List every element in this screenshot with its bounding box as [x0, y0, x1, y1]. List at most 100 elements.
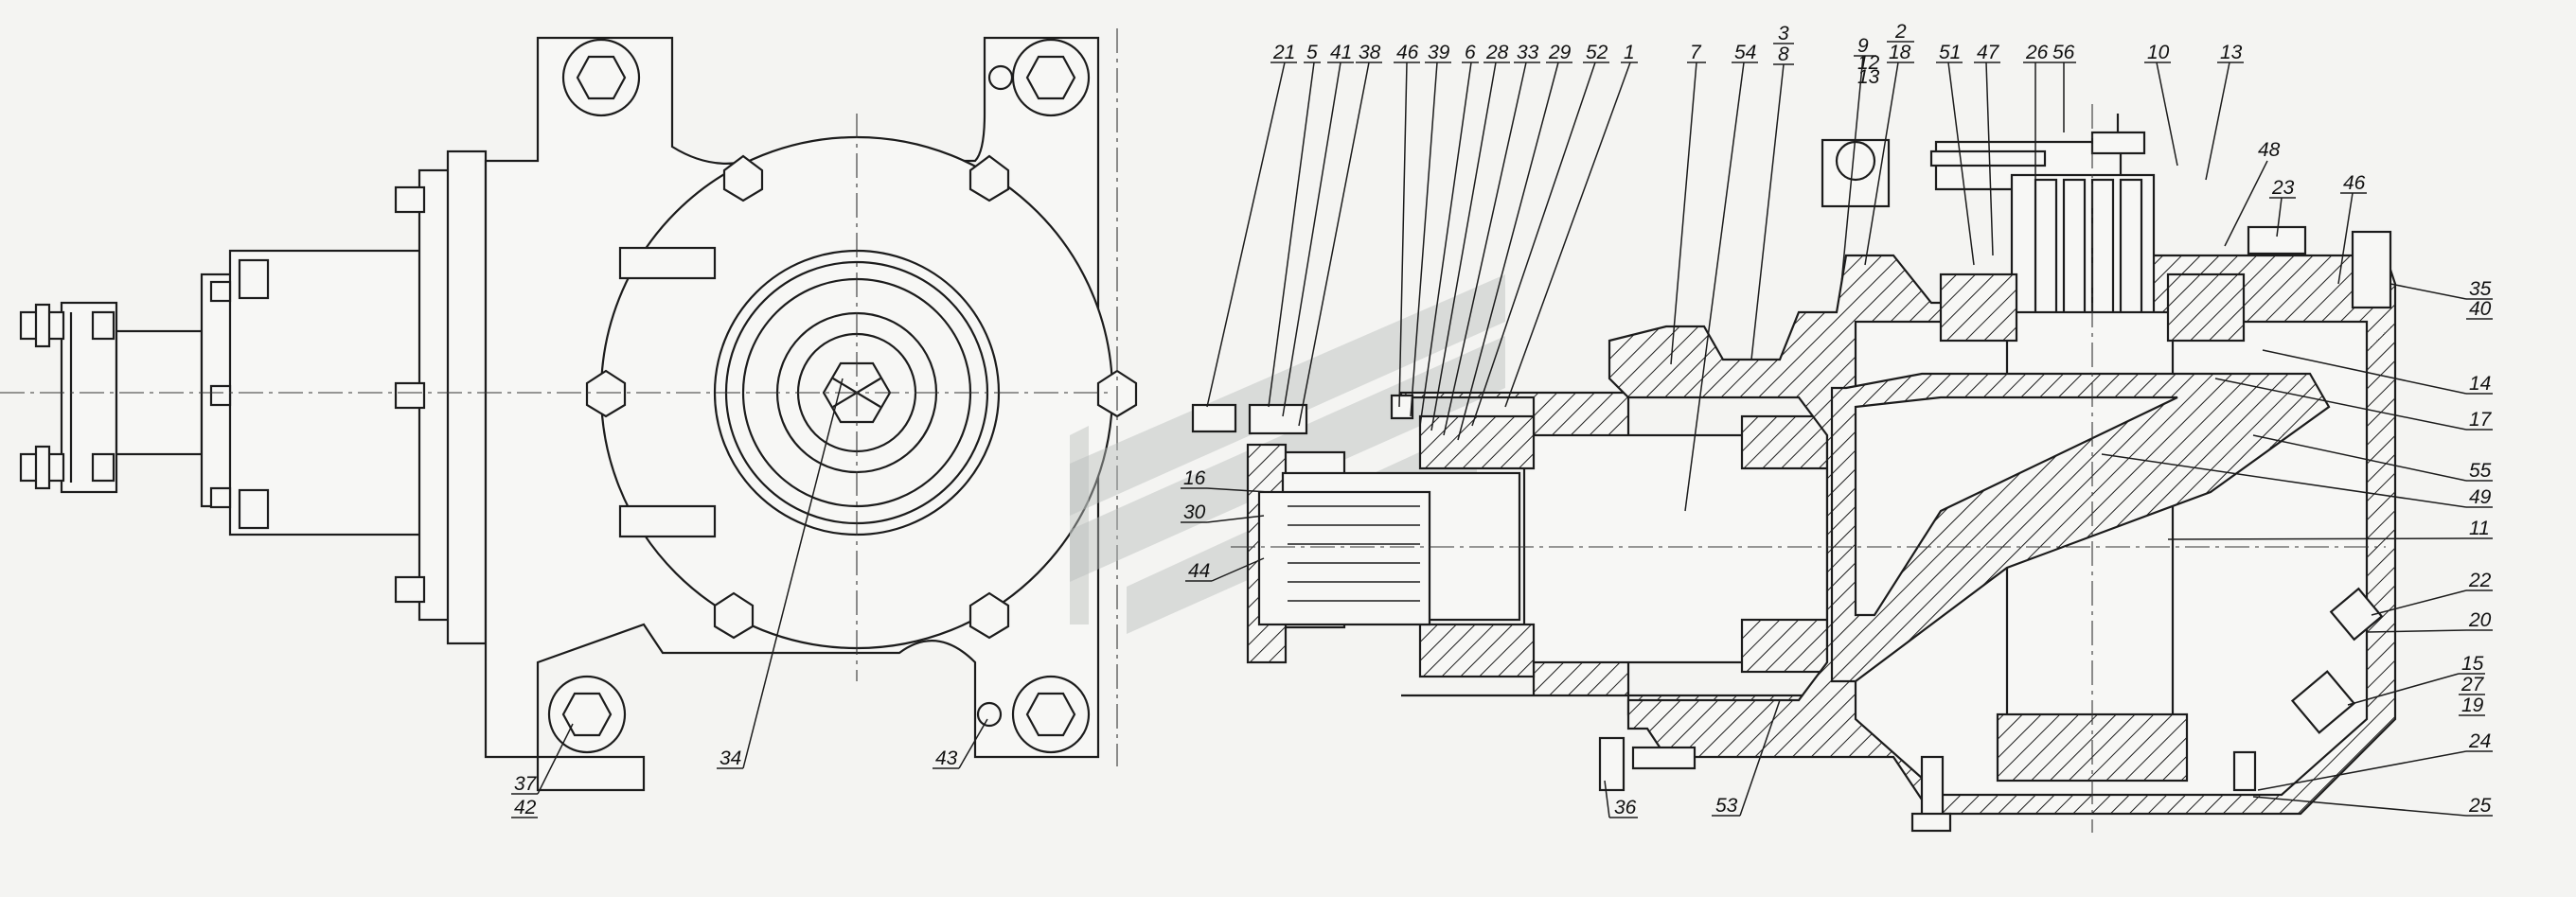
callout-46-top: 46 [1394, 42, 1420, 408]
end-view [0, 28, 1138, 792]
callout-text: 49 [2469, 486, 2492, 508]
callout-text: 46 [1396, 42, 1419, 63]
callout-43: 43 [933, 718, 988, 769]
callout-text: 21 [1272, 42, 1295, 63]
callout-21: 21 [1206, 42, 1297, 408]
callout-38: 38 [1298, 42, 1382, 427]
corner-bolts [547, 38, 1091, 754]
callout-34: 34 [717, 378, 844, 769]
section-view [1070, 104, 2397, 833]
callout-26: 26 [2023, 42, 2050, 189]
callout-3-8: 3 8 [1750, 23, 1794, 361]
callout-text: 42 [514, 797, 537, 818]
callouts: 21 5 41 38 46 39 6 [511, 21, 2493, 818]
callout-33: 33 [1443, 42, 1540, 436]
callout-49: 49 [2101, 453, 2493, 508]
callout-37-42: 37 42 [511, 723, 574, 818]
callout-11: 11 [2167, 518, 2493, 540]
callout-29: 29 [1457, 42, 1572, 441]
callout-text: 53 [1715, 795, 1738, 817]
callout-text: 17 [2469, 409, 2493, 431]
callout-44: 44 [1185, 557, 1265, 582]
callout-23: 23 [2269, 177, 2296, 237]
callout-text: 34 [720, 748, 741, 769]
callout-text: 52 [1586, 42, 1608, 63]
callout-16: 16 [1181, 467, 1270, 493]
callout-text: 39 [1428, 42, 1450, 63]
callout-text: 44 [1188, 560, 1210, 582]
callout-text: 23 [2271, 177, 2295, 199]
callout-5: 5 [1268, 42, 1321, 408]
callout-39: 39 [1410, 42, 1451, 417]
callout-text: 36 [1614, 797, 1637, 818]
callout-text: 19 [2461, 695, 2484, 716]
callout-text: 16 [1183, 467, 1206, 489]
callout-56: 56 [2050, 42, 2076, 132]
callout-text: 46 [2343, 172, 2366, 194]
callout-6: 6 [1419, 42, 1479, 427]
callout-text: 51 [1939, 42, 1961, 63]
callout-text: 10 [2147, 42, 2170, 63]
flange-coupling [19, 301, 204, 494]
callout-text: 11 [2469, 518, 2490, 539]
callout-35-40: 35 40 [2389, 278, 2493, 320]
bearings [1418, 414, 1829, 678]
callout-text: 35 [2469, 278, 2492, 300]
callout-28: 28 [1430, 42, 1510, 431]
callout-text: 43 [935, 748, 958, 769]
callout-text: 5 [1306, 42, 1318, 63]
callout-text: 25 [2468, 795, 2492, 817]
cover-bolts [209, 185, 426, 604]
callout-text: 2 [1894, 21, 1907, 43]
callout-text: 15 [2461, 653, 2484, 675]
callout-41: 41 [1282, 42, 1354, 417]
callout-text: 7 [1690, 42, 1702, 63]
callout-text: 13 [2220, 42, 2243, 63]
callout-text: 8 [1778, 44, 1789, 65]
callout-text: 26 [2025, 42, 2049, 63]
flange-studs [585, 154, 1138, 640]
callout-17: 17 [2214, 378, 2493, 431]
callout-text: 6 [1465, 42, 1476, 63]
callout-text: 18 [1889, 42, 1911, 63]
callout-text: 48 [2258, 139, 2281, 161]
callout-48: 48 [2224, 139, 2281, 247]
callout-text: 29 [1548, 42, 1572, 63]
callout-text: 14 [2469, 373, 2491, 395]
callout-25: 25 [2252, 795, 2493, 817]
callout-20: 20 [2366, 609, 2493, 633]
callout-text: 3 [1778, 23, 1789, 44]
callout-text: 22 [2468, 570, 2492, 591]
callout-1: 1 [1504, 42, 1638, 408]
callout-7: 7 [1670, 42, 1706, 365]
callout-text: 38 [1359, 42, 1381, 63]
callout-text: 27 [2461, 674, 2485, 695]
callout-55: 55 [2252, 434, 2493, 482]
callout-text: 37 [514, 773, 538, 795]
callout-text: 28 [1485, 42, 1509, 63]
callout-text: 24 [2468, 730, 2491, 752]
callout-text: 20 [2468, 609, 2492, 631]
callout-2-18: 2 18 [1864, 21, 1914, 266]
callout-text: 47 [1977, 42, 2000, 63]
callout-53: 53 [1712, 699, 1781, 817]
callout-text: 33 [1517, 42, 1539, 63]
callout-text: 55 [2469, 460, 2492, 482]
callout-52: 52 [1471, 42, 1609, 427]
callout-22: 22 [2371, 570, 2493, 616]
splined-hub [1257, 490, 1431, 626]
callout-10: 10 [2144, 42, 2178, 167]
callout-24: 24 [2257, 730, 2493, 791]
callout-text: 56 [2052, 42, 2075, 63]
callout-46-right: 46 [2337, 172, 2367, 285]
callout-9-12-13: 9 12 13 [1840, 35, 1880, 285]
callout-text: 54 [1734, 42, 1756, 63]
callout-text: 13 [1857, 66, 1880, 88]
callout-36: 36 [1604, 780, 1638, 818]
callout-47: 47 [1974, 42, 2000, 256]
callout-13: 13 [2205, 42, 2244, 181]
drain-plugs [2232, 587, 2384, 792]
callout-51: 51 [1936, 42, 1975, 266]
callout-text: 40 [2469, 298, 2492, 320]
